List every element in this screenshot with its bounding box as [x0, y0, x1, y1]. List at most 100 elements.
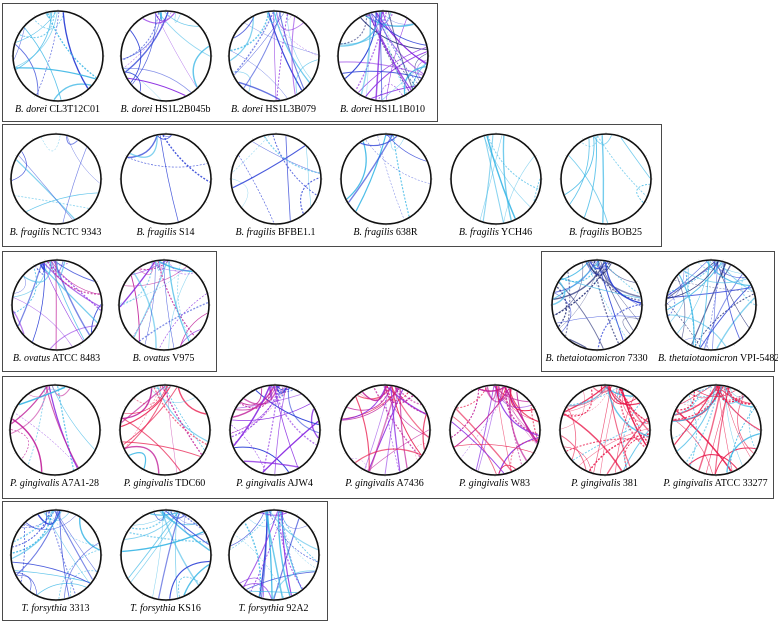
circos-plot	[8, 508, 103, 602]
circos-plot	[226, 9, 321, 103]
circos-plot-cell: T. forsythia 92A2	[221, 507, 326, 614]
circos-plot	[117, 383, 212, 477]
circos-plot	[335, 9, 430, 103]
circos-plot	[228, 132, 323, 226]
genus-species-label: P. gingivalis	[571, 478, 621, 489]
tick-marks	[118, 132, 213, 226]
genome-ring	[9, 133, 102, 225]
strain-caption: B. fragilis S14	[113, 227, 218, 238]
genome-ring	[11, 10, 104, 102]
genus-species-label: T. forsythia	[21, 603, 67, 614]
chord-links	[10, 385, 95, 472]
genus-species-label: B. fragilis	[235, 227, 276, 238]
tick-marks	[8, 132, 103, 226]
circos-plot-cell: B. fragilis S14	[113, 131, 218, 238]
chord-links	[13, 11, 97, 101]
strain-caption: T. forsythia 3313	[3, 603, 108, 614]
strain-caption: B. fragilis BOB25	[553, 227, 658, 238]
circos-plot-cell: B. fragilis BFBE1.1	[223, 131, 328, 238]
circos-plot	[663, 258, 758, 352]
strain-label: NCTC 9343	[52, 227, 102, 238]
genus-species-label: T. forsythia	[130, 603, 176, 614]
chord-links	[121, 11, 210, 100]
genome-ring	[10, 259, 103, 351]
circos-plot	[10, 9, 105, 103]
circos-plot	[8, 132, 103, 226]
genus-species-label: B. thetaiotaomicron	[658, 353, 738, 364]
strain-caption: B. dorei HS1L1B010	[330, 104, 435, 115]
circos-plot	[448, 132, 543, 226]
chord-links	[450, 385, 539, 475]
circos-plot	[227, 383, 322, 477]
genome-ring	[558, 384, 651, 476]
strain-label: HS1L3B079	[265, 104, 316, 115]
strain-caption: P. gingivalis 381	[552, 478, 657, 489]
strain-caption: T. forsythia KS16	[113, 603, 218, 614]
genome-ring	[449, 133, 542, 225]
chord-links	[560, 385, 650, 475]
genus-species-label: B. dorei	[120, 104, 153, 115]
genome-ring	[227, 10, 320, 102]
genome-ring	[559, 133, 652, 225]
circos-plot-cell: B. thetaiotaomicron 7330	[544, 257, 649, 364]
chord-links	[666, 260, 755, 350]
strain-caption: B. dorei HS1L3B079	[221, 104, 326, 115]
strain-label: 3313	[69, 603, 90, 614]
circos-plot-cell: P. gingivalis A7A1-28	[2, 382, 107, 489]
strain-caption: B. dorei HS1L2B045b	[113, 104, 218, 115]
genus-species-label: P. gingivalis	[123, 478, 173, 489]
genus-species-label: B. thetaiotaomicron	[545, 353, 626, 364]
chord-links	[672, 385, 760, 475]
circos-plot-cell: P. gingivalis AJW4	[222, 382, 327, 489]
circos-plot	[337, 383, 432, 477]
chord-links	[564, 135, 650, 224]
chord-links	[231, 134, 320, 224]
chord-links	[11, 135, 100, 223]
genome-ring	[336, 10, 429, 102]
circos-plot-cell: P. gingivalis TDC60	[112, 382, 217, 489]
strain-caption: B. fragilis 638R	[333, 227, 438, 238]
circos-plot	[558, 132, 653, 226]
circos-plot-cell: B. dorei HS1L2B045b	[113, 8, 218, 115]
strain-label: ATCC 33277	[714, 478, 768, 489]
strain-caption: P. gingivalis TDC60	[112, 478, 217, 489]
chord-links	[126, 134, 210, 222]
genus-species-label: P. gingivalis	[345, 478, 395, 489]
genome-ring	[117, 259, 210, 351]
strain-caption: B. fragilis NCTC 9343	[3, 227, 108, 238]
chord-links	[11, 510, 100, 599]
strain-label: 92A2	[286, 603, 309, 614]
genus-species-label: B. fragilis	[568, 227, 609, 238]
genome-ring	[229, 133, 322, 225]
strain-label: BOB25	[611, 227, 643, 238]
circos-plot	[557, 383, 652, 477]
circos-plot-cell: P. gingivalis W83	[442, 382, 547, 489]
genome-ring	[227, 509, 320, 601]
strain-caption: B. ovatus V975	[111, 353, 216, 364]
strain-caption: P. gingivalis ATCC 33277	[663, 478, 768, 489]
strain-caption: B. fragilis YCH46	[443, 227, 548, 238]
strain-label: CL3T12C01	[49, 104, 100, 115]
circos-plot	[338, 132, 433, 226]
circos-plot	[447, 383, 542, 477]
strain-caption: P. gingivalis W83	[442, 478, 547, 489]
strain-label: A7436	[396, 478, 424, 489]
circos-plot-cell: B. dorei HS1L1B010	[330, 8, 435, 115]
strain-label: S14	[178, 227, 195, 238]
circos-plot	[549, 258, 644, 352]
genome-ring	[448, 384, 541, 476]
chord-links	[229, 510, 318, 600]
chord-links	[338, 11, 427, 101]
genus-species-label: P. gingivalis	[10, 478, 60, 489]
chord-links	[118, 260, 208, 349]
chord-links	[345, 134, 430, 220]
strain-label: AJW4	[287, 478, 313, 489]
tick-marks	[228, 132, 323, 226]
genus-species-label: B. fragilis	[458, 227, 499, 238]
genus-species-label: T. forsythia	[238, 603, 284, 614]
strain-caption: P. gingivalis AJW4	[222, 478, 327, 489]
genome-ring	[9, 509, 102, 601]
circos-plot-cell: B. fragilis BOB25	[553, 131, 658, 238]
strain-caption: B. dorei CL3T12C01	[5, 104, 110, 115]
strain-label: W83	[510, 478, 531, 489]
